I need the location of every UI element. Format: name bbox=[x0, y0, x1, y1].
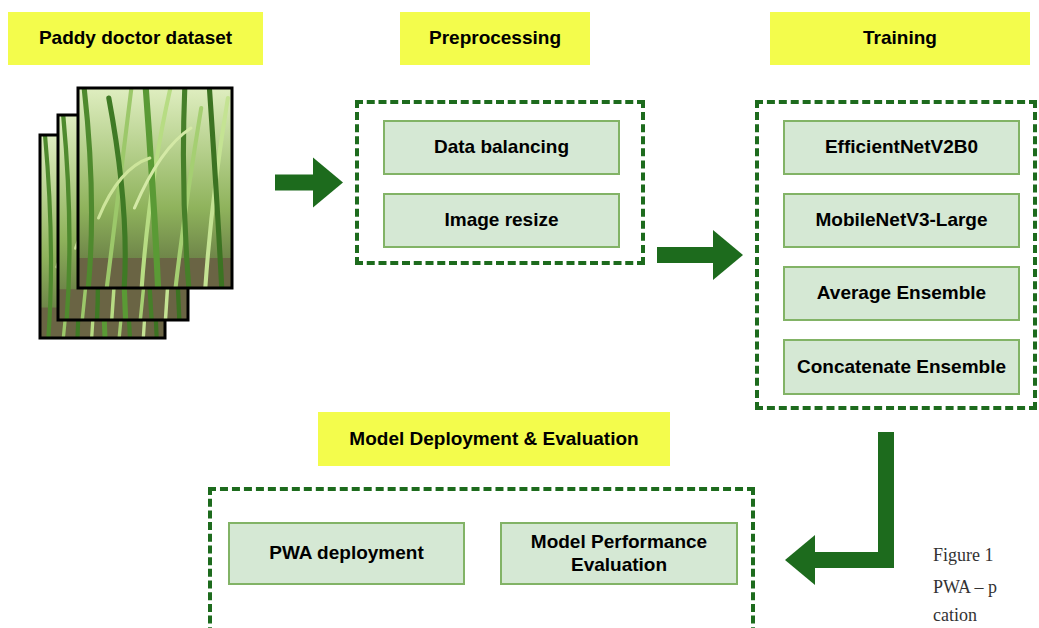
flow-arrow bbox=[785, 432, 886, 585]
caption-fragment: PWA – p bbox=[933, 578, 997, 598]
flow-arrow bbox=[657, 230, 743, 280]
heading-text: Training bbox=[863, 27, 937, 50]
stage-heading: Preprocessing bbox=[400, 12, 590, 65]
box-label: MobileNetV3-Large bbox=[815, 209, 987, 232]
box-label: Image resize bbox=[444, 209, 558, 232]
process-box: EfficientNetV2B0 bbox=[783, 120, 1020, 175]
stage-group: Model Deployment & EvaluationPWA deploym… bbox=[208, 412, 755, 628]
process-box: PWA deployment bbox=[228, 522, 465, 585]
flow-arrow bbox=[275, 158, 343, 208]
process-box: Average Ensemble bbox=[783, 266, 1020, 321]
process-box: Concatenate Ensemble bbox=[783, 339, 1020, 395]
stage-heading: Paddy doctor dataset bbox=[8, 12, 263, 65]
heading-text: Model Deployment & Evaluation bbox=[349, 428, 638, 451]
process-box: Image resize bbox=[383, 193, 620, 248]
stage-heading: Model Deployment & Evaluation bbox=[318, 412, 670, 466]
box-label: PWA deployment bbox=[269, 542, 423, 565]
caption-fragment: Figure 1 bbox=[933, 546, 994, 566]
caption-fragment: cation bbox=[933, 606, 977, 626]
heading-text: Paddy doctor dataset bbox=[39, 27, 232, 50]
box-label: Model Performance Evaluation bbox=[510, 531, 728, 577]
dataset-group: Paddy doctor dataset bbox=[8, 12, 263, 338]
box-label: Data balancing bbox=[434, 136, 569, 159]
box-label: EfficientNetV2B0 bbox=[825, 136, 978, 159]
stage-group: PreprocessingData balancingImage resize bbox=[355, 12, 645, 265]
box-label: Average Ensemble bbox=[817, 282, 986, 305]
box-label: Concatenate Ensemble bbox=[797, 356, 1006, 379]
process-box: MobileNetV3-Large bbox=[783, 193, 1020, 248]
heading-text: Preprocessing bbox=[429, 27, 561, 50]
stage-heading: Training bbox=[770, 12, 1030, 65]
stage-group: TrainingEfficientNetV2B0MobileNetV3-Larg… bbox=[755, 12, 1037, 410]
process-box: Model Performance Evaluation bbox=[500, 522, 738, 585]
process-box: Data balancing bbox=[383, 120, 620, 175]
